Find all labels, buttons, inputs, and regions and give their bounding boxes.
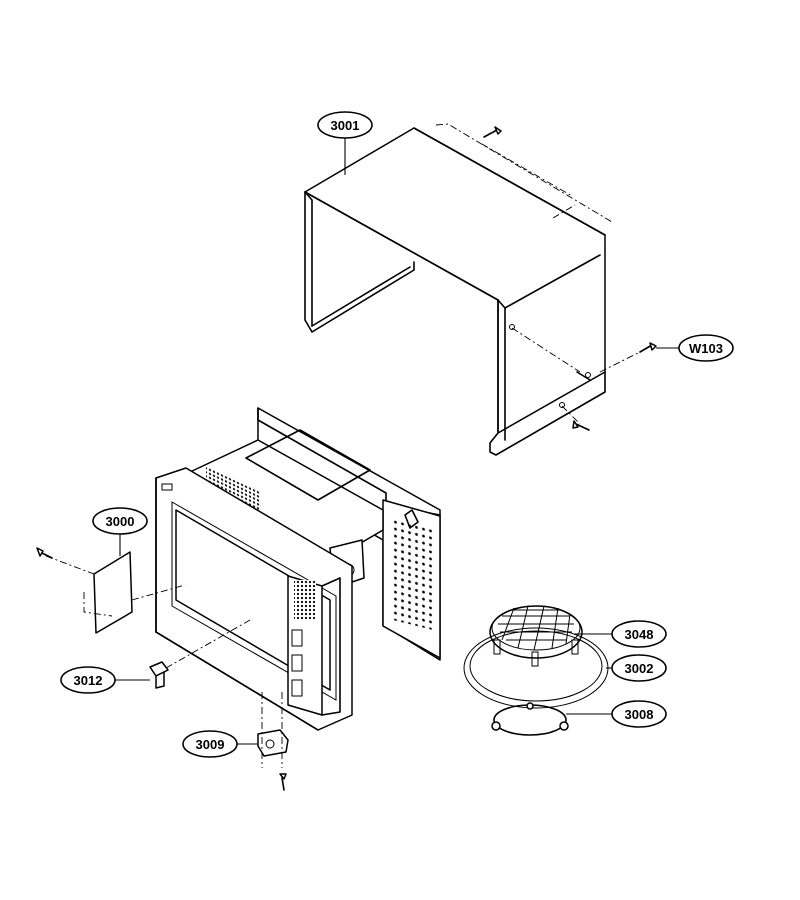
rotating-coupler bbox=[149, 619, 251, 689]
part-label-3002-text: 3002 bbox=[625, 661, 654, 676]
part-label-3009: 3009 bbox=[182, 730, 238, 758]
part-label-W103: W103 bbox=[678, 334, 734, 362]
oven-cavity-chassis bbox=[155, 407, 441, 731]
turntable-motor bbox=[257, 692, 289, 791]
waveguide-cover bbox=[36, 547, 186, 634]
part-label-3008-text: 3008 bbox=[625, 707, 654, 722]
part-label-3048: 3048 bbox=[611, 620, 667, 648]
part-label-3001-text: 3001 bbox=[331, 118, 360, 133]
grill-rack bbox=[489, 605, 583, 667]
part-label-3048-text: 3048 bbox=[625, 627, 654, 642]
part-label-3000: 3000 bbox=[92, 507, 148, 535]
roller-ring bbox=[491, 702, 569, 736]
part-label-3012-text: 3012 bbox=[74, 673, 103, 688]
part-label-3008: 3008 bbox=[611, 700, 667, 728]
outer-cabinet-cover bbox=[304, 123, 657, 456]
part-label-3001: 3001 bbox=[317, 111, 373, 139]
part-label-3012: 3012 bbox=[60, 666, 116, 694]
part-label-3009-text: 3009 bbox=[196, 737, 225, 752]
part-label-3002: 3002 bbox=[611, 654, 667, 682]
part-label-3000-text: 3000 bbox=[106, 514, 135, 529]
part-label-W103-text: W103 bbox=[689, 341, 723, 356]
